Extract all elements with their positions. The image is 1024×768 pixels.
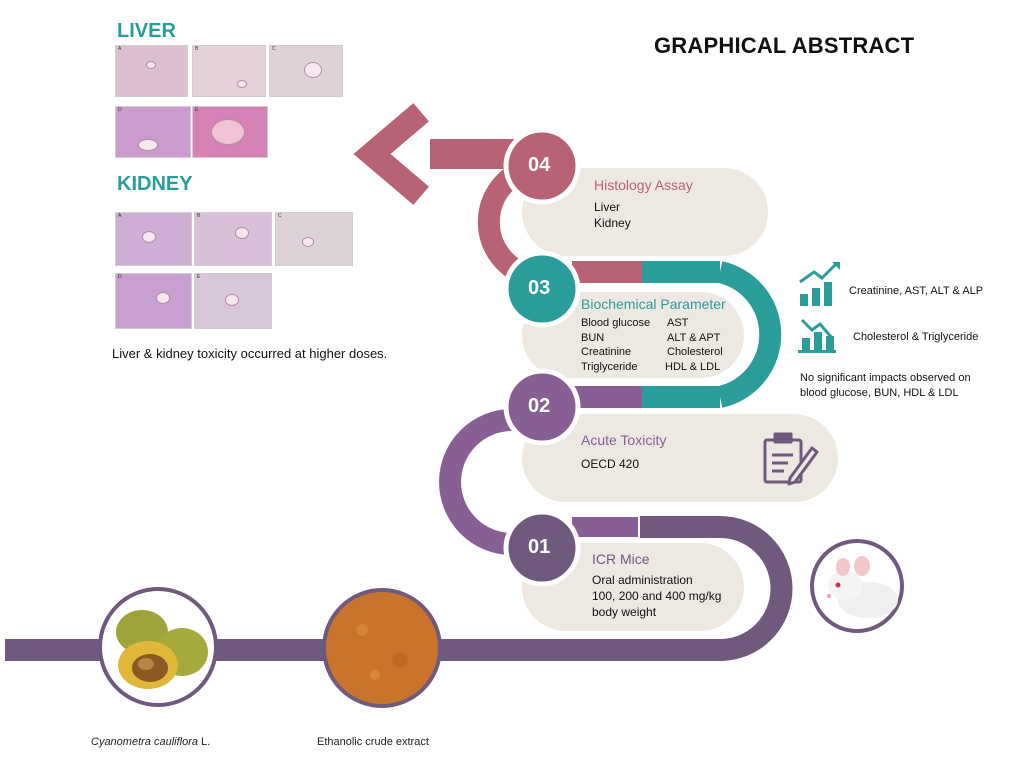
- card-01-line-2: 100, 200 and 400 mg/kg: [592, 589, 722, 603]
- plant-suffix: L.: [198, 736, 211, 748]
- kidney-micrograph-b: B: [194, 212, 272, 266]
- kidney-panel-label: B: [197, 213, 201, 219]
- card-03-item: Creatinine: [581, 346, 632, 358]
- flow-segment-teal-upper: [642, 261, 720, 283]
- card-03-item: AST: [667, 317, 689, 329]
- card-03-left-list: Blood glucose BUN Creatinine Triglycerid…: [581, 316, 650, 374]
- kidney-micrograph-a: A: [115, 212, 192, 266]
- finding-no-effect-2: blood glucose, BUN, HDL & LDL: [800, 387, 959, 399]
- liver-micrograph-c: C: [269, 45, 343, 97]
- liver-panel-label: D: [118, 107, 122, 113]
- kidney-micrograph-c: C: [275, 212, 353, 266]
- flow-curve-01: [640, 516, 793, 661]
- badge-02: [503, 368, 581, 446]
- liver-micrograph-a: A: [115, 45, 188, 97]
- card-02-title: Acute Toxicity: [581, 432, 667, 448]
- flow-segment-teal-lower: [642, 386, 720, 408]
- plant-caption: Cyanometra cauliflora L.: [91, 736, 210, 748]
- badge-04: [503, 127, 581, 205]
- chart-up-icon: [799, 262, 840, 306]
- card-03-item: HDL & LDL: [665, 360, 721, 373]
- flow-curve-02: [439, 409, 513, 555]
- conclusion-text: Liver & kidney toxicity occurred at high…: [112, 346, 388, 361]
- card-04-title: Histology Assay: [594, 177, 693, 193]
- liver-micrograph-d: D: [115, 106, 191, 158]
- liver-micrograph-e: E: [192, 106, 268, 158]
- card-04-line-1: Liver: [594, 200, 621, 214]
- card-03-item: Triglyceride: [581, 360, 638, 373]
- badge-04-number: 04: [528, 154, 551, 176]
- kidney-panel-label: A: [118, 213, 122, 219]
- liver-heading: LIVER: [117, 20, 176, 42]
- card-02-bg: [522, 414, 838, 502]
- card-03-item: ALT & APT: [667, 331, 721, 344]
- mouse-image: [810, 539, 904, 633]
- badge-01-number: 01: [528, 536, 551, 558]
- badge-03-number: 03: [528, 277, 551, 299]
- card-03-bg: [522, 292, 744, 378]
- kidney-panel-label: E: [197, 274, 201, 280]
- card-01-line-3: body weight: [592, 605, 657, 619]
- liver-panel-label: B: [195, 46, 199, 52]
- fruit-image: [98, 587, 218, 707]
- finding-increase: Creatinine, AST, ALT & ALP: [849, 285, 984, 297]
- liver-micrograph-b: B: [192, 45, 266, 97]
- finding-no-effect-1: No significant impacts observed on: [800, 372, 971, 384]
- card-03-title: Biochemical Parameter: [581, 296, 726, 312]
- plant-name: Cyanometra cauliflora: [91, 736, 198, 748]
- card-03-item: Blood glucose: [581, 317, 651, 329]
- kidney-heading: KIDNEY: [117, 173, 193, 195]
- liver-panel-label: A: [118, 46, 122, 52]
- card-03-right-list: AST ALT & APT Cholesterol HDL & LDL: [665, 316, 723, 374]
- flow-curve-03: [717, 261, 782, 408]
- kidney-micrograph-e: E: [194, 273, 272, 329]
- badge-03: [503, 250, 581, 328]
- card-01-bg: [522, 543, 744, 631]
- card-02-line-1: OECD 420: [581, 457, 640, 471]
- badge-01: [503, 509, 581, 587]
- card-03-item: BUN: [581, 331, 605, 344]
- card-04-bg: [522, 168, 768, 256]
- kidney-panel-label: D: [118, 274, 122, 280]
- flow-segment-04-lower: [572, 261, 642, 283]
- badge-02-number: 02: [528, 395, 551, 417]
- extract-caption: Ethanolic crude extract: [317, 736, 429, 748]
- liver-panel-label: C: [272, 46, 276, 52]
- card-01-title: ICR Mice: [592, 551, 650, 567]
- kidney-panel-label: C: [278, 213, 282, 219]
- card-03-item: Cholesterol: [667, 346, 723, 358]
- flow-segment-02: [572, 517, 638, 537]
- page-title: GRAPHICAL ABSTRACT: [654, 33, 915, 58]
- finding-decrease: Cholesterol & Triglyceride: [853, 331, 979, 343]
- card-01-line-1: Oral administration: [592, 573, 693, 587]
- card-04-line-2: Kidney: [594, 216, 631, 230]
- powder-image: [322, 588, 442, 708]
- clipboard-pen-icon: [763, 432, 819, 486]
- kidney-micrograph-d: D: [115, 273, 192, 329]
- chart-down-icon: [798, 318, 836, 353]
- flow-segment-03-lower: [572, 386, 642, 408]
- liver-panel-label: E: [195, 107, 199, 113]
